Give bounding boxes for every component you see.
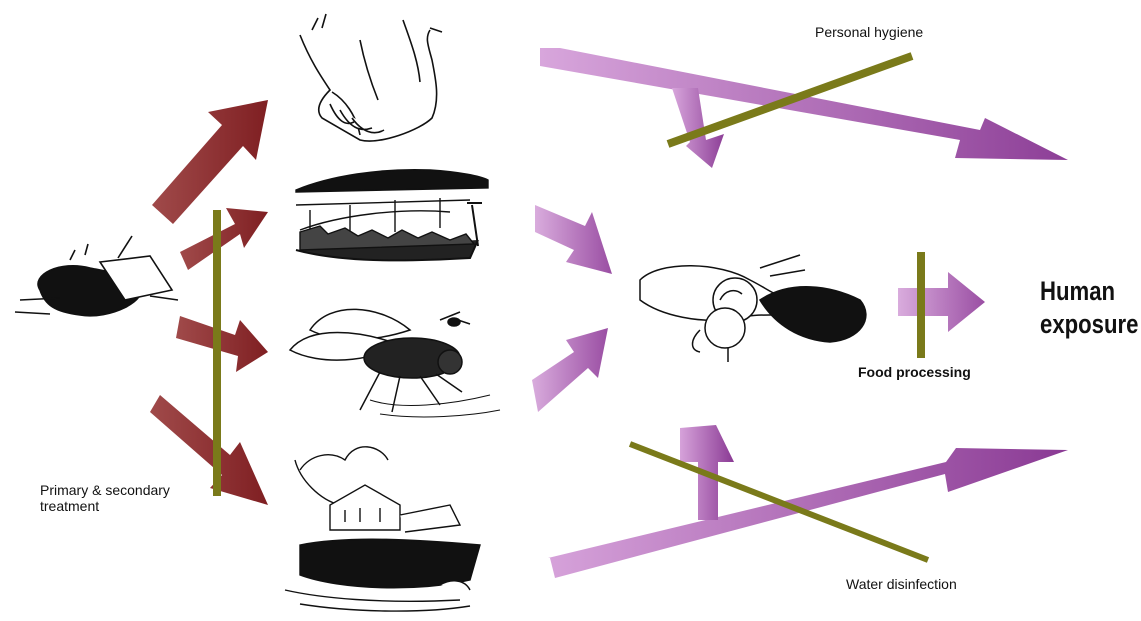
treatment-label-line1: Primary & secondary <box>40 482 230 498</box>
excreta-icon <box>15 236 178 316</box>
food-processing-label: Food processing <box>858 364 971 380</box>
treatment-label: Primary & secondary treatment <box>40 482 230 514</box>
treatment-label-line2: treatment <box>40 498 230 514</box>
exposure-arrow-food-to-human <box>898 272 985 332</box>
source-arrow-to-hands <box>152 100 268 224</box>
flooded-settlement-icon <box>285 447 480 611</box>
food-processing-barrier <box>917 252 925 358</box>
food-produce-icon <box>640 255 866 362</box>
exposure-arrow-top <box>540 48 1068 160</box>
human-exposure-label: Human exposure <box>1040 275 1122 341</box>
water-disinfection-label: Water disinfection <box>846 576 957 592</box>
fly-icon <box>290 309 500 417</box>
source-arrow-to-crops <box>180 208 268 270</box>
hands-icon <box>300 14 442 141</box>
exposure-arrow-crops-to-food <box>535 205 612 274</box>
treatment-barrier <box>213 210 221 496</box>
source-arrow-to-fly <box>176 316 268 372</box>
exposure-arrow-fly-to-food <box>532 328 608 412</box>
crop-field-icon <box>296 170 488 261</box>
hygiene-barrier <box>668 56 912 144</box>
personal-hygiene-label: Personal hygiene <box>815 24 923 40</box>
human-exposure-line2: exposure <box>1040 308 1122 341</box>
human-exposure-line1: Human <box>1040 275 1122 308</box>
source-arrows <box>150 100 268 505</box>
